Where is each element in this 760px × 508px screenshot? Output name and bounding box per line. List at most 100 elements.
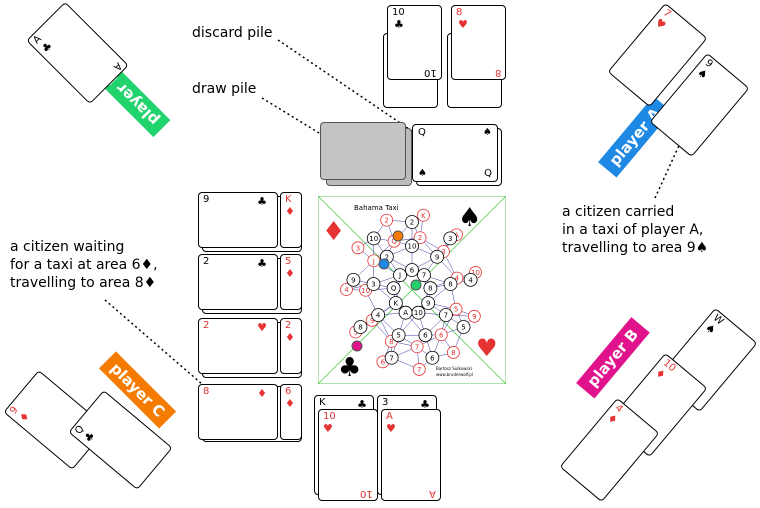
svg-text:2: 2 xyxy=(410,219,414,227)
heart-icon: ♥ xyxy=(476,334,498,362)
board-area-black[interactable]: K xyxy=(388,296,403,310)
board-area-black[interactable]: 6 xyxy=(418,328,433,343)
board-area-red[interactable]: 6 xyxy=(434,328,448,342)
heart-icon: ♥ xyxy=(458,18,468,31)
bottom-pile-2[interactable]: 3 ♣ A ♥ A xyxy=(377,395,443,503)
board-area-black[interactable]: 9 xyxy=(430,249,445,264)
svg-text:3: 3 xyxy=(448,235,452,243)
board-area-black[interactable]: 4 xyxy=(463,272,478,287)
player-b-hand[interactable]: W ♠ 10 ♦ 4 ♦ xyxy=(559,307,758,505)
board-area-black[interactable]: J xyxy=(393,268,407,283)
stack-4[interactable]: 8 ♦ 6 ♦ xyxy=(198,384,304,444)
diamond-icon: ♦ xyxy=(257,387,267,400)
board-area-black[interactable]: 2 xyxy=(405,215,419,229)
board-area-black[interactable]: 8 xyxy=(353,320,368,334)
svg-text:10: 10 xyxy=(369,235,378,243)
stack-3[interactable]: 2 ♥ 2 ♦ xyxy=(198,318,304,380)
diamond-icon: ♦ xyxy=(322,217,345,247)
board-area-black[interactable]: 8 xyxy=(423,281,438,296)
board-area-black[interactable]: 7 xyxy=(438,308,453,322)
svg-text:9: 9 xyxy=(351,276,355,284)
board-area-red[interactable]: 8 xyxy=(446,346,460,359)
board-area-black[interactable]: Q xyxy=(386,281,401,296)
card-rank: 10 xyxy=(360,488,373,499)
draw-pile[interactable] xyxy=(320,122,412,186)
svg-text:9: 9 xyxy=(370,317,374,325)
svg-text:Q: Q xyxy=(391,238,397,246)
board-area-black[interactable]: 10 xyxy=(411,305,426,320)
svg-text:10: 10 xyxy=(361,287,370,295)
taxi-token-orange[interactable] xyxy=(392,230,404,242)
board-area-red[interactable]: J xyxy=(367,254,381,268)
board-area-red[interactable]: 9 xyxy=(467,309,481,323)
player-c-hand[interactable]: 9 ♦ Q ♣ xyxy=(3,370,173,505)
board-area-black[interactable]: 7 xyxy=(417,268,431,283)
card-rank: 8 xyxy=(456,7,463,18)
svg-text:8: 8 xyxy=(448,281,452,289)
svg-text:8: 8 xyxy=(451,349,455,357)
board-area-black[interactable]: 5 xyxy=(456,320,471,334)
card-rank: K xyxy=(285,194,292,205)
club-icon: ♣ xyxy=(420,398,430,411)
board-area-black[interactable]: 3 xyxy=(443,231,458,246)
board-area-black[interactable]: 8 xyxy=(443,277,458,291)
board-title: Bahama Taxi xyxy=(354,204,399,212)
club-icon: ♣ xyxy=(257,195,267,208)
club-icon: ♣ xyxy=(357,398,367,411)
card-rank: 2 xyxy=(203,320,210,331)
heart-icon: ♥ xyxy=(386,422,396,435)
board-area-red[interactable]: 2 xyxy=(380,213,394,227)
board-area-red[interactable]: 5 xyxy=(449,302,463,316)
citizen-waiting-label: a citizen waiting for a taxi at area 6♦,… xyxy=(10,238,158,292)
svg-text:5: 5 xyxy=(396,332,400,340)
taxi-token-green[interactable] xyxy=(410,279,422,291)
svg-text:6: 6 xyxy=(381,358,386,366)
citizen-waiting-line-2: for a taxi at area 6♦, xyxy=(10,257,158,273)
board-area-black[interactable]: 4 xyxy=(371,308,386,322)
board-area-black[interactable]: 6 xyxy=(405,263,419,277)
player-a-hand[interactable]: 7 ♥ 9 ♠ xyxy=(600,2,750,160)
svg-text:10: 10 xyxy=(414,309,423,317)
stack-2[interactable]: 2 ♣ 5 ♦ xyxy=(198,254,304,316)
board-area-black[interactable]: 7 xyxy=(384,350,399,365)
board-area-black[interactable]: 6 xyxy=(425,350,440,365)
board-area-black[interactable]: 5 xyxy=(391,328,406,343)
heart-icon: ♥ xyxy=(323,422,333,435)
club-icon: ♣ xyxy=(394,18,404,31)
svg-text:8: 8 xyxy=(389,338,393,346)
card-rank: 8 xyxy=(494,67,501,78)
board-area-red[interactable]: 3 xyxy=(351,241,365,255)
card-rank: 8 xyxy=(203,386,210,397)
board-area-black[interactable]: 9 xyxy=(421,296,436,310)
discard-pile[interactable]: 10 ♣ 10 8 ♥ 8 xyxy=(383,5,508,110)
player-d-hand[interactable]: A ♣ A xyxy=(20,1,140,108)
svg-text:4: 4 xyxy=(344,286,349,294)
stack-1[interactable]: 9 ♣ K ♦ xyxy=(198,192,304,254)
svg-text:4: 4 xyxy=(376,312,381,320)
card-rank: 10 xyxy=(323,411,336,422)
board-area-red[interactable]: 7 xyxy=(410,340,424,354)
taxi-token-blue[interactable] xyxy=(378,258,390,270)
card-rank: 6 xyxy=(285,386,292,397)
board-area-red[interactable]: 7 xyxy=(412,363,426,376)
card-rank: A xyxy=(386,411,393,422)
draw-top-card[interactable]: Q ♠ ♠ Q xyxy=(412,124,502,186)
board-area-red[interactable]: 4 xyxy=(340,283,353,296)
board-area-black[interactable]: 3 xyxy=(366,277,381,291)
svg-text:8: 8 xyxy=(358,324,362,332)
diamond-icon: ♦ xyxy=(285,397,295,410)
card-rank: 3 xyxy=(382,397,389,408)
board-area-black[interactable]: 9 xyxy=(346,272,361,287)
board-area-black[interactable]: A xyxy=(398,305,413,320)
board-area-red[interactable]: K xyxy=(416,208,430,222)
svg-text:7: 7 xyxy=(389,354,393,362)
taxi-token-magenta[interactable] xyxy=(351,340,363,352)
svg-text:6: 6 xyxy=(439,331,444,339)
bottom-pile-1[interactable]: K ♣ 10 ♥ 10 xyxy=(314,395,380,503)
board-area-black[interactable]: 10 xyxy=(405,239,419,253)
board-area-black[interactable]: 10 xyxy=(366,231,381,246)
svg-text:K: K xyxy=(394,300,399,308)
board-area-red[interactable]: 2 xyxy=(413,231,427,245)
card-rank: 2 xyxy=(285,320,292,331)
